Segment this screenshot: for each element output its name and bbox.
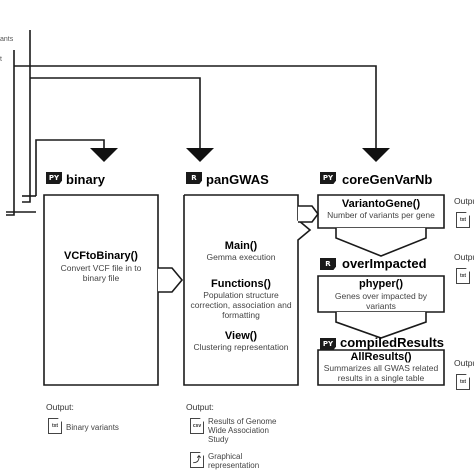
function-view: View() [224, 330, 258, 342]
output-binary-variants: Binary variants [66, 423, 119, 432]
output-label-pangwas: Output: [186, 402, 214, 412]
txt-file-icon: txt [456, 268, 470, 284]
python-tag-icon: PY [320, 172, 336, 184]
function-vcftobinary-desc: Convert VCF file in to binary file [60, 263, 142, 283]
txt-file-icon: txt [48, 418, 62, 434]
output-graphical-line2: representation [208, 461, 260, 470]
output-graphical-line1: Graphical [208, 452, 243, 461]
function-variantogene: VariantoGene() [341, 198, 421, 210]
left-cut-label-1: ants [0, 36, 14, 43]
function-main-desc: Gemma execution [206, 252, 276, 262]
function-phyper: phyper() [359, 278, 403, 290]
csv-file-icon: csv [190, 418, 204, 434]
node-title-binary: binary [66, 172, 106, 187]
function-functions-desc: Population structure correction, associa… [190, 290, 292, 320]
python-tag-icon: PY [320, 338, 336, 350]
function-variantogene-desc: Number of variants per gene [327, 210, 435, 220]
txt-file-icon: txt [456, 374, 470, 390]
python-tag-icon: PY [46, 172, 62, 184]
node-title-compiledresults: compiledResults [340, 335, 445, 350]
r-tag-icon: R [320, 258, 336, 270]
output-label-right-2: Outpu [454, 252, 474, 262]
function-functions: Functions() [211, 278, 271, 290]
chart-file-icon: ⤴ [190, 452, 204, 468]
txt-file-icon: txt [456, 212, 470, 228]
function-allresults-desc: Summarizes all GWAS related results in a… [323, 363, 439, 383]
r-tag-icon: R [186, 172, 202, 184]
output-gwas-results-line1: Results of Genome [208, 417, 277, 426]
function-vcftobinary: VCFtoBinary() [64, 250, 138, 262]
function-main: Main() [224, 240, 258, 252]
output-label-right-1: Outpu [454, 196, 474, 206]
node-title-pangwas: panGWAS [206, 172, 269, 187]
node-title-overimpacted: overImpacted [342, 256, 427, 271]
function-view-desc: Clustering representation [193, 342, 289, 352]
output-label-right-3: Outpu [454, 358, 474, 368]
output-gwas-results-line3: Study [208, 435, 229, 444]
output-label-binary: Output: [46, 402, 74, 412]
node-title-coregenvarnb: coreGenVarNb [342, 172, 433, 187]
function-allresults: AllResults() [350, 351, 412, 363]
function-phyper-desc: Genes over impacted by variants [334, 291, 428, 311]
output-gwas-results-line2: Wide Association [208, 426, 269, 435]
left-cut-label-2: t [0, 56, 2, 63]
